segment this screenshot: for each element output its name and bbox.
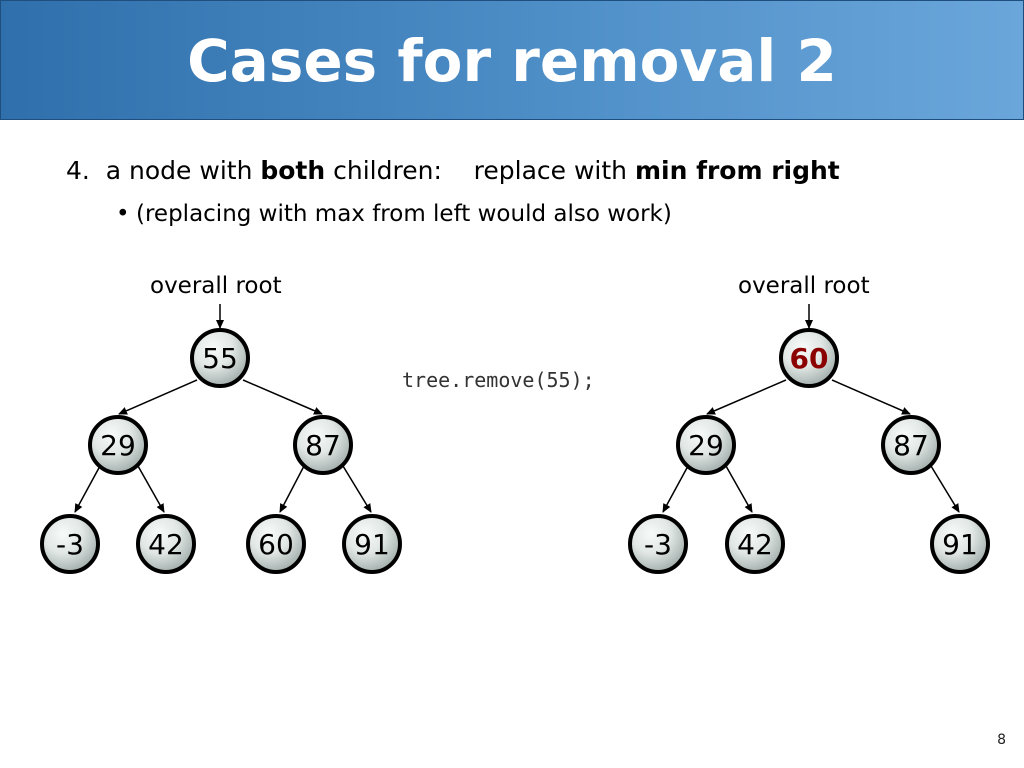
before-node-l-label: 29 bbox=[100, 429, 136, 462]
point-mid: children: replace with bbox=[325, 156, 635, 185]
before-node-ll-label: -3 bbox=[56, 528, 84, 561]
point-bold-min-from-right: min from right bbox=[634, 156, 840, 185]
after-edge-root-r bbox=[831, 379, 911, 415]
sub-point-text: (replacing with max from left would also… bbox=[136, 201, 672, 227]
after-node-l: 29 bbox=[676, 415, 736, 475]
before-edge-root-l bbox=[118, 379, 198, 415]
bullet-icon: • bbox=[116, 201, 130, 227]
after-node-root: 60 bbox=[779, 328, 839, 388]
after-node-rr-label: 91 bbox=[942, 528, 978, 561]
before-edge-l-ll bbox=[74, 465, 101, 513]
before-node-rr-label: 91 bbox=[354, 528, 390, 561]
after-node-rr: 91 bbox=[930, 514, 990, 574]
after-node-lr-label: 42 bbox=[737, 528, 773, 561]
slide-title: Cases for removal 2 bbox=[187, 27, 837, 95]
page-number: 8 bbox=[997, 732, 1006, 748]
point-bold-both: both bbox=[260, 156, 326, 185]
after-edge-r-rr bbox=[930, 465, 960, 513]
before-node-rl: 60 bbox=[246, 514, 306, 574]
point-4: 4. a node with both children: replace wi… bbox=[66, 153, 840, 189]
before-tree-edges bbox=[74, 379, 372, 513]
after-node-lr: 42 bbox=[725, 514, 785, 574]
after-node-ll: -3 bbox=[628, 514, 688, 574]
before-edge-r-rl bbox=[279, 465, 305, 513]
before-node-r: 87 bbox=[293, 415, 353, 475]
before-node-ll: -3 bbox=[40, 514, 100, 574]
after-root-label: overall root bbox=[738, 273, 870, 299]
point-number: 4. bbox=[66, 156, 90, 185]
after-edge-root-l bbox=[706, 379, 787, 415]
code-snippet: tree.remove(55); bbox=[402, 368, 595, 392]
before-node-root-label: 55 bbox=[202, 342, 238, 375]
title-bar bbox=[0, 0, 1024, 120]
sub-point: •(replacing with max from left would als… bbox=[116, 198, 672, 230]
before-node-root: 55 bbox=[190, 328, 250, 388]
after-tree-edges bbox=[662, 379, 960, 513]
after-node-root-label: 60 bbox=[790, 342, 829, 375]
point-prefix: a node with bbox=[105, 156, 261, 185]
after-node-l-label: 29 bbox=[688, 429, 724, 462]
before-node-lr: 42 bbox=[136, 514, 196, 574]
before-edge-root-r bbox=[242, 379, 323, 415]
before-node-lr-label: 42 bbox=[148, 528, 184, 561]
before-edge-r-rr bbox=[342, 465, 372, 513]
before-node-l: 29 bbox=[88, 415, 148, 475]
before-root-label: overall root bbox=[150, 273, 282, 299]
after-node-r: 87 bbox=[881, 415, 941, 475]
after-node-r-label: 87 bbox=[893, 429, 929, 462]
after-edge-l-lr bbox=[725, 465, 753, 513]
after-edge-l-ll bbox=[662, 465, 689, 513]
before-node-rr: 91 bbox=[342, 514, 402, 574]
before-edge-l-lr bbox=[137, 465, 165, 513]
before-node-r-label: 87 bbox=[305, 429, 341, 462]
before-node-rl-label: 60 bbox=[258, 528, 294, 561]
after-node-ll-label: -3 bbox=[644, 528, 672, 561]
